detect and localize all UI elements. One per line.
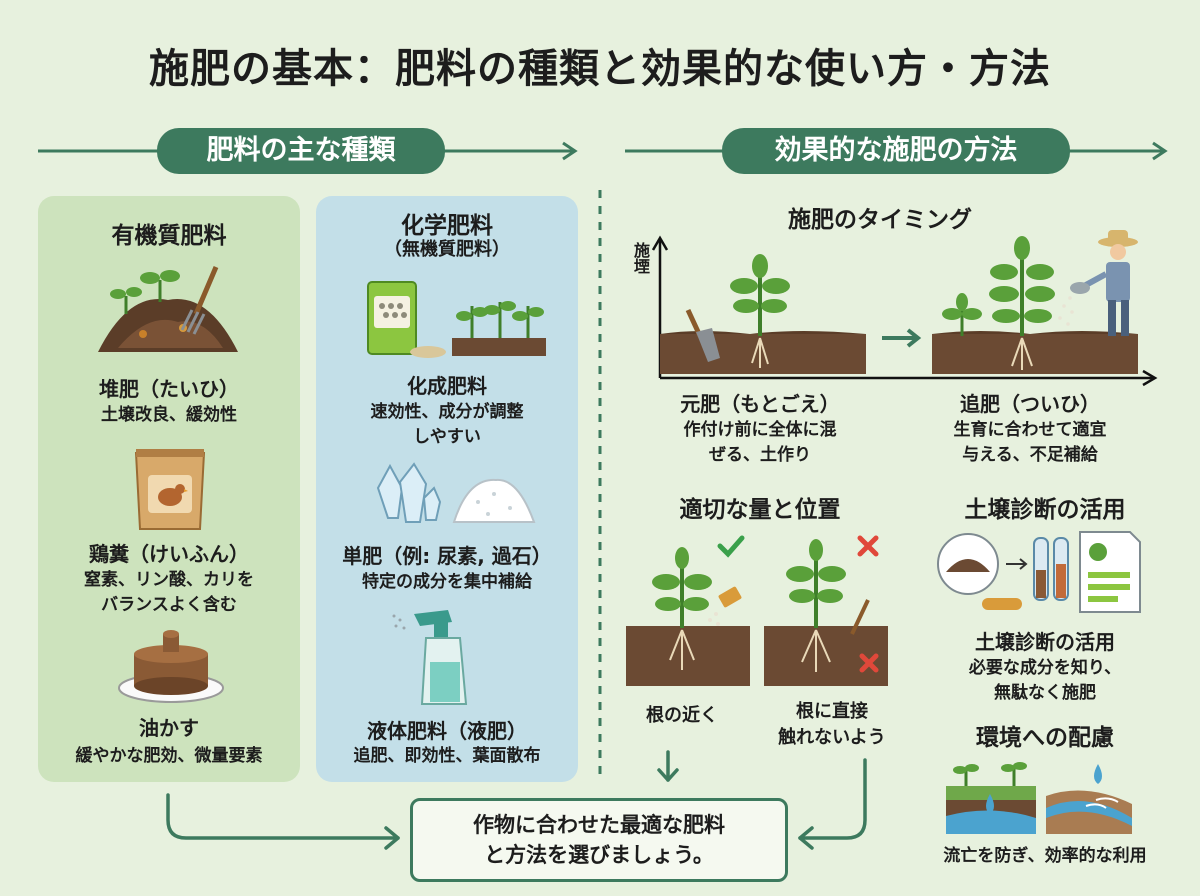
top-dressing-desc-1: 生育に合わせて適宜	[953, 420, 1107, 440]
compound-desc-1: 速効性、成分が調整	[370, 402, 524, 422]
timing-axis-label: 施堙	[631, 242, 650, 274]
placement-bad-label-1: 根に直接	[796, 701, 868, 722]
single-desc: 特定の成分を集中補給	[362, 572, 532, 592]
spray-bottle-icon	[392, 610, 468, 705]
conclusion-line-2: と方法を選びましょう。	[484, 843, 714, 867]
left-section-header: 肥料の主な種類	[157, 128, 445, 174]
conclusion-box: 作物に合わせた最適な肥料 と方法を選びましょう。	[410, 798, 788, 882]
placement-good-label: 根の近く	[646, 705, 718, 726]
soil-diagnosis-icon	[937, 531, 1141, 613]
base-fertilizer-desc-2: ぜる、土作り	[709, 445, 811, 465]
environment-desc: 流亡を防ぎ、効率的な利用	[943, 846, 1147, 866]
chemical-heading: 化学肥料	[401, 213, 493, 239]
top-dressing-desc-2: 与える、不足補給	[962, 445, 1098, 465]
single-name: 単肥（例: 尿素, 過石）	[342, 544, 552, 568]
compound-name: 化成肥料	[407, 374, 487, 398]
chicken-manure-bag-icon	[134, 449, 206, 530]
oilcake-name: 油かす	[139, 716, 199, 740]
soil-desc-2: 無駄なく施肥	[994, 683, 1096, 703]
right-section-header: 効果的な施肥の方法	[722, 128, 1070, 174]
top-dressing-name: 追肥（ついひ）	[960, 392, 1100, 416]
compost-desc: 土壌改良、緩効性	[101, 405, 237, 425]
oil-cake-icon	[118, 630, 224, 703]
compost-icon	[98, 266, 238, 352]
liquid-name: 液体肥料（液肥）	[367, 719, 527, 743]
manure-desc-1: 窒素、リン酸、カリを	[84, 570, 254, 590]
placement-illustration	[626, 535, 888, 686]
chemical-subheading: （無機質肥料）	[384, 239, 510, 260]
compound-desc-2: しやすい	[413, 427, 481, 447]
soil-name: 土壌診断の活用	[975, 630, 1115, 654]
base-fertilizer-name: 元肥（もとごえ）	[680, 392, 840, 416]
soil-desc-1: 必要な成分を知り、	[968, 658, 1122, 678]
manure-name: 鶏糞（けいふん）	[89, 542, 249, 566]
soil-heading: 土壌診断の活用	[964, 497, 1126, 523]
oilcake-desc: 緩やかな肥効、微量要素	[75, 746, 263, 766]
single-fertilizer-icon	[376, 462, 536, 523]
conclusion-line-1: 作物に合わせた最適な肥料	[473, 813, 725, 837]
timing-chart	[651, 230, 1158, 387]
placement-bad-label-2: 触れないよう	[778, 727, 886, 748]
organic-heading: 有機質肥料	[111, 223, 227, 249]
placement-heading: 適切な量と位置	[679, 497, 841, 523]
manure-desc-2: バランスよく含む	[101, 595, 237, 615]
compound-fertilizer-icon	[367, 281, 546, 358]
liquid-desc: 追肥、即効性、葉面散布	[353, 746, 541, 766]
page-title: 施肥の基本：肥料の種類と効果的な使い方・方法	[149, 46, 1051, 92]
compost-name: 堆肥（たいひ）	[99, 377, 239, 401]
timing-heading: 施肥のタイミング	[788, 207, 972, 233]
base-fertilizer-desc-1: 作付け前に全体に混	[683, 420, 837, 440]
environment-icon	[946, 762, 1132, 834]
environment-heading: 環境への配慮	[976, 725, 1114, 751]
